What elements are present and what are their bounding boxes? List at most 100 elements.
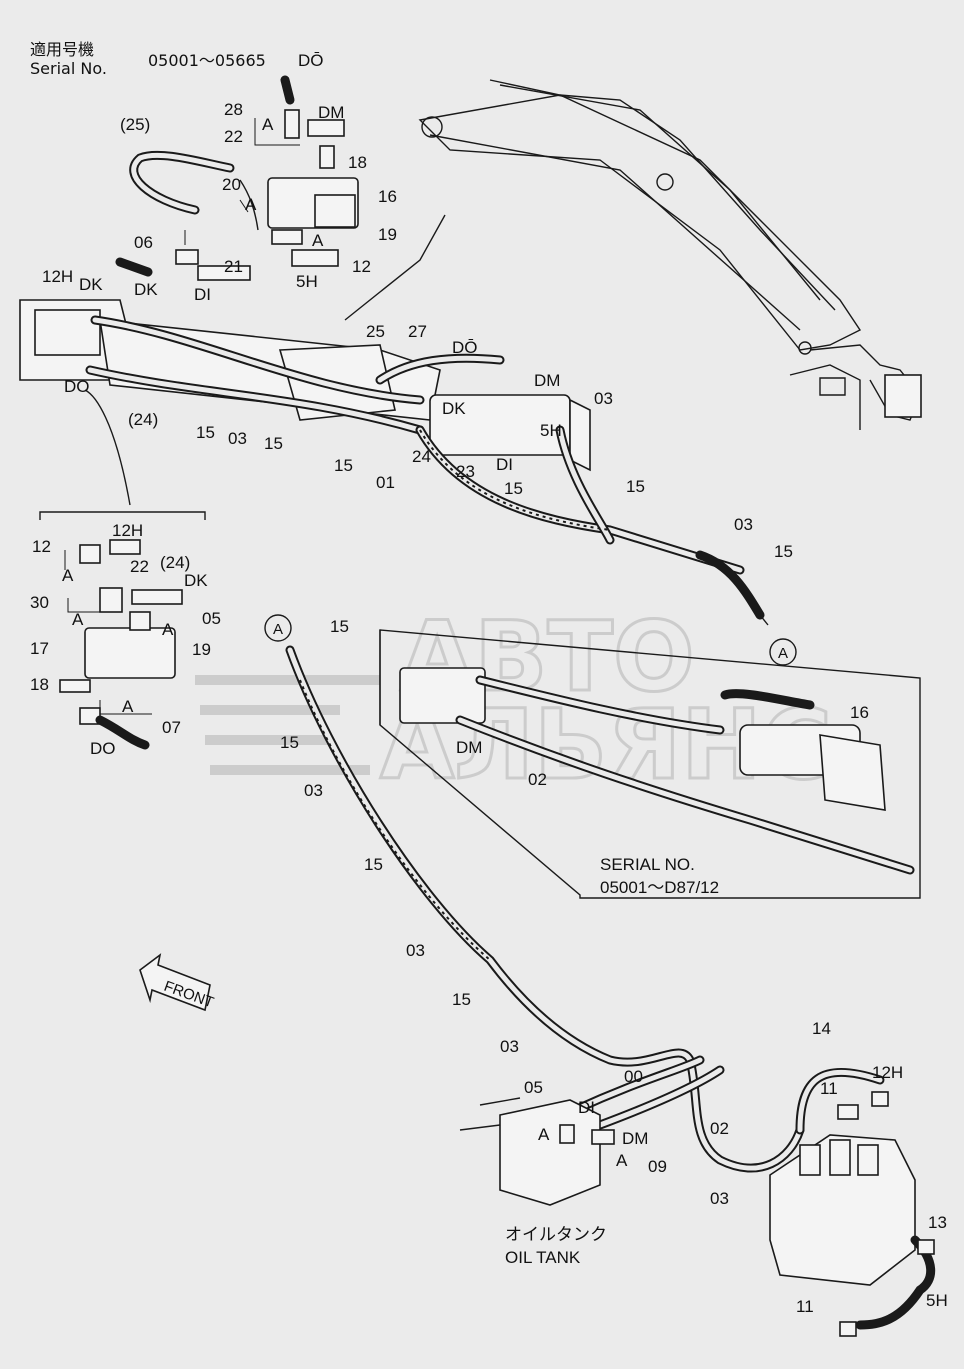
- callout: 07: [162, 718, 181, 737]
- callout: 12H: [872, 1063, 903, 1082]
- callout: A: [245, 195, 257, 214]
- callout: 25: [366, 322, 385, 341]
- callout: (24): [160, 553, 190, 572]
- callout-labels: (25) 28 22 20 16 18 19 12 21 06 5H 12H D…: [30, 51, 948, 1316]
- header: 適用号機 Serial No. 05001～05665: [30, 40, 266, 78]
- inset-serial-label: SERIAL NO.: [600, 855, 695, 874]
- marker-a-right: [769, 638, 797, 666]
- callout: A: [162, 620, 174, 639]
- callout: DO: [90, 739, 116, 758]
- callout: 01: [376, 473, 395, 492]
- callout: 24: [412, 447, 431, 466]
- callout: 12H: [42, 267, 73, 286]
- main-hose-run: [285, 645, 805, 1173]
- callout: A: [778, 645, 788, 662]
- callout: 15: [330, 617, 349, 636]
- callout: DM: [534, 371, 560, 390]
- callout: 12: [352, 257, 371, 276]
- callout: 21: [224, 257, 243, 276]
- callout: 09: [648, 1157, 667, 1176]
- callout: DŌ: [452, 338, 478, 357]
- callout: 02: [528, 770, 547, 789]
- callout: 03: [710, 1189, 729, 1208]
- callout: 15: [196, 423, 215, 442]
- callout: 05: [202, 609, 221, 628]
- callout: 19: [378, 225, 397, 244]
- callout: 5H: [926, 1291, 948, 1310]
- callout: A: [616, 1151, 628, 1170]
- callout: 15: [452, 990, 471, 1009]
- callout: DM: [456, 738, 482, 757]
- callout: 02: [710, 1119, 729, 1138]
- callout: 13: [928, 1213, 947, 1232]
- boom-illustration: [418, 79, 922, 430]
- inset-labels: SERIAL NO. 05001～D87/12: [600, 855, 719, 897]
- tank-labels: オイルタンク OIL TANK: [505, 1225, 607, 1267]
- callout: (24): [128, 410, 158, 429]
- callout: 00: [624, 1067, 643, 1086]
- callout: 20: [222, 175, 241, 194]
- arm-cylinder-assembly: [19, 299, 769, 626]
- callout: 27: [408, 322, 427, 341]
- callout: 16: [850, 703, 869, 722]
- callout: (25): [120, 115, 150, 134]
- serial-label-jp: 適用号機: [30, 40, 94, 59]
- callout: 03: [304, 781, 323, 800]
- callout: 15: [264, 434, 283, 453]
- callout: 22: [224, 127, 243, 146]
- callout: 15: [774, 542, 793, 561]
- callout: 18: [30, 675, 49, 694]
- callout: A: [72, 610, 84, 629]
- callout: DI: [496, 455, 513, 474]
- callout: 11: [796, 1297, 814, 1316]
- callout: 5H: [296, 272, 318, 291]
- callout: DO: [64, 377, 90, 396]
- serial-range: 05001～05665: [148, 51, 266, 70]
- front-arrow: FRONT: [139, 953, 216, 1011]
- callout: A: [122, 697, 134, 716]
- callout: 16: [378, 187, 397, 206]
- oil-tank-group: [459, 1097, 615, 1206]
- callout: 11: [820, 1079, 838, 1098]
- callout: 03: [500, 1037, 519, 1056]
- callout: 12: [32, 537, 51, 556]
- callout: 03: [228, 429, 247, 448]
- callout: DK: [134, 280, 158, 299]
- circle-markers: [264, 614, 797, 666]
- detail-top: [115, 75, 446, 321]
- callout: 17: [30, 639, 49, 658]
- callout: DI: [194, 285, 211, 304]
- callout: DK: [184, 571, 208, 590]
- callout: 06: [134, 233, 153, 252]
- callout: 18: [348, 153, 367, 172]
- callout: A: [262, 115, 274, 134]
- callout: 05: [524, 1078, 543, 1097]
- inset-serial-range: 05001～D87/12: [600, 878, 719, 897]
- callout: DK: [79, 275, 103, 294]
- callout: 19: [192, 640, 211, 659]
- serial-label: Serial No.: [30, 59, 107, 78]
- callout: 23: [456, 462, 475, 481]
- callout: 15: [626, 477, 645, 496]
- callout: 15: [504, 479, 523, 498]
- callout: A: [538, 1125, 550, 1144]
- marker-a-left: [264, 614, 292, 642]
- callout: 5H: [540, 421, 562, 440]
- detail-left: [39, 389, 206, 750]
- callout: A: [312, 231, 324, 250]
- callout: 30: [30, 593, 49, 612]
- callout: 15: [364, 855, 383, 874]
- callout: A: [62, 566, 74, 585]
- callout: 15: [280, 733, 299, 752]
- callout: 28: [224, 100, 243, 119]
- callout: 14: [812, 1019, 831, 1038]
- callout: DM: [622, 1129, 648, 1148]
- callout: DŌ: [298, 51, 324, 70]
- callout: A: [273, 621, 283, 638]
- tank-label-jp: オイルタンク: [505, 1225, 607, 1244]
- callout: DK: [442, 399, 466, 418]
- callout: 03: [734, 515, 753, 534]
- tank-label-en: OIL TANK: [505, 1248, 581, 1267]
